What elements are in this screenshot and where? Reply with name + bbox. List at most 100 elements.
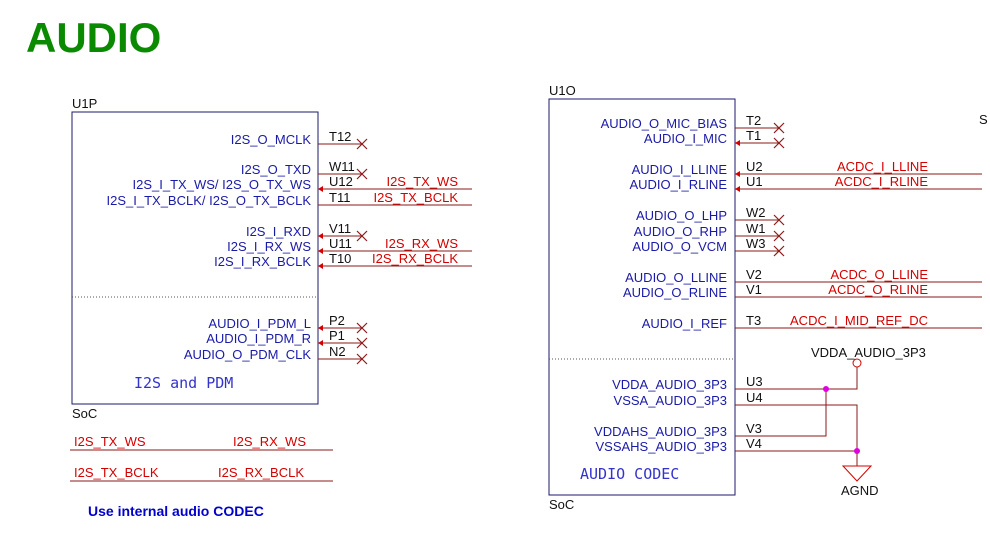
page-title: AUDIO [26, 14, 161, 61]
u1o-block-name: AUDIO CODEC [580, 465, 679, 483]
u1p-block-name: I2S and PDM [134, 374, 233, 392]
pin-v3: VDDAHS_AUDIO_3P3 V3 [594, 421, 762, 439]
power-label: VDDA_AUDIO_3P3 [811, 345, 926, 360]
pin-u1: AUDIO_I_RLINE U1 ACDC_I_RLINE [629, 174, 982, 192]
note-text: Use internal audio CODEC [88, 503, 264, 519]
pin-number: W2 [746, 205, 766, 220]
pin-u11: I2S_I_RX_WS U11 I2S_RX_WS [227, 236, 472, 254]
input-arrow-icon [318, 325, 323, 331]
pin-number: V11 [329, 221, 351, 236]
no-connect-icon [356, 337, 368, 349]
net-legend: I2S_TX_WS I2S_RX_WS I2S_TX_BCLK I2S_RX_B… [70, 434, 333, 482]
pin-name: I2S_I_TX_WS/ I2S_O_TX_WS [133, 177, 312, 192]
pin-number: U1 [746, 174, 763, 189]
pin-name: VDDA_AUDIO_3P3 [612, 377, 727, 392]
input-arrow-icon [735, 140, 740, 146]
legend-net: I2S_TX_WS [74, 434, 146, 449]
vssa-wire [735, 404, 858, 466]
power-network [735, 358, 873, 482]
input-arrow-icon [318, 263, 323, 269]
pin-w11: I2S_O_TXD W11 [241, 159, 368, 180]
pin-number: W11 [329, 159, 355, 174]
pin-number: U11 [329, 236, 352, 251]
net-label: I2S_TX_WS [386, 174, 458, 189]
pin-number: V2 [746, 267, 762, 282]
pin-name: I2S_I_RXD [246, 224, 311, 239]
pin-number: T11 [329, 190, 350, 205]
pin-number: T10 [329, 251, 351, 266]
pin-number: W1 [746, 221, 766, 236]
pin-number: T2 [746, 113, 761, 128]
pin-t11: I2S_I_TX_BCLK/ I2S_O_TX_BCLK T11 I2S_TX_BC… [107, 190, 472, 208]
pin-u4: VSSA_AUDIO_3P3 U4 [614, 390, 763, 408]
pin-number: U12 [329, 174, 353, 189]
legend-net: I2S_RX_WS [233, 434, 306, 449]
u1p-sub: SoC [72, 406, 97, 421]
power-port [852, 358, 862, 368]
pin-number: V4 [746, 436, 762, 451]
pin-number: T12 [329, 129, 351, 144]
pin-name: VSSAHS_AUDIO_3P3 [595, 439, 727, 454]
pin-name: I2S_O_TXD [241, 162, 311, 177]
vddahs-wire [735, 389, 827, 437]
pin-u2: AUDIO_I_LLINE U2 ACDC_I_LLINE [632, 159, 982, 177]
no-connect-icon [773, 245, 785, 257]
pin-name: AUDIO_I_PDM_R [206, 331, 311, 346]
pin-name: AUDIO_O_MIC_BIAS [601, 116, 728, 131]
u1o-ref: U1O [549, 83, 576, 98]
pin-number: U3 [746, 374, 763, 389]
pin-name: I2S_I_TX_BCLK/ I2S_O_TX_BCLK [107, 193, 312, 208]
pin-number: U4 [746, 390, 763, 405]
pin-name: VSSA_AUDIO_3P3 [614, 393, 727, 408]
pin-u12: I2S_I_TX_WS/ I2S_O_TX_WS U12 I2S_TX_WS [133, 174, 472, 192]
net-label: ACDC_O_RLINE [828, 282, 928, 297]
no-connect-icon [356, 168, 368, 180]
pin-v11: I2S_I_RXD V11 [246, 221, 368, 242]
pin-v1: AUDIO_O_RLINE V1 ACDC_O_RLINE [623, 282, 982, 300]
pin-name: I2S_I_RX_WS [227, 239, 311, 254]
pin-name: AUDIO_O_RLINE [623, 285, 727, 300]
pin-name: AUDIO_I_RLINE [629, 177, 727, 192]
pin-number: V3 [746, 421, 762, 436]
input-arrow-icon [318, 233, 323, 239]
net-label: ACDC_I_LLINE [837, 159, 928, 174]
pin-name: AUDIO_O_PDM_CLK [184, 347, 311, 362]
junction-dot [823, 386, 829, 392]
ground-label: AGND [841, 483, 879, 498]
pin-number: V1 [746, 282, 762, 297]
no-connect-icon [356, 230, 368, 242]
no-connect-icon [356, 353, 368, 365]
no-connect-icon [773, 214, 785, 226]
pin-name: AUDIO_O_LHP [636, 208, 727, 223]
no-connect-icon [773, 137, 785, 149]
input-arrow-icon [735, 186, 740, 192]
pin-name: I2S_I_RX_BCLK [214, 254, 311, 269]
pin-number: T1 [746, 128, 761, 143]
pin-name: AUDIO_O_RHP [634, 224, 727, 239]
pin-name: VDDAHS_AUDIO_3P3 [594, 424, 727, 439]
input-arrow-icon [318, 186, 323, 192]
no-connect-icon [773, 122, 785, 134]
pin-name: AUDIO_I_LLINE [632, 162, 728, 177]
vdda-wire [735, 366, 858, 390]
u1p-ref: U1P [72, 96, 97, 111]
net-label: ACDC_O_LLINE [830, 267, 928, 282]
input-arrow-icon [735, 171, 740, 177]
net-label: ACDC_I_MID_REF_DC [790, 313, 928, 328]
net-label: I2S_TX_BCLK [373, 190, 458, 205]
junction-dot [854, 448, 860, 454]
pin-w2: AUDIO_O_LHP W2 [636, 205, 785, 226]
net-label: I2S_RX_WS [385, 236, 458, 251]
net-label: ACDC_I_RLINE [835, 174, 929, 189]
net-label: I2S_RX_BCLK [372, 251, 458, 266]
pin-number: U2 [746, 159, 763, 174]
pin-name: AUDIO_I_PDM_L [208, 316, 311, 331]
legend-net: I2S_TX_BCLK [74, 465, 159, 480]
